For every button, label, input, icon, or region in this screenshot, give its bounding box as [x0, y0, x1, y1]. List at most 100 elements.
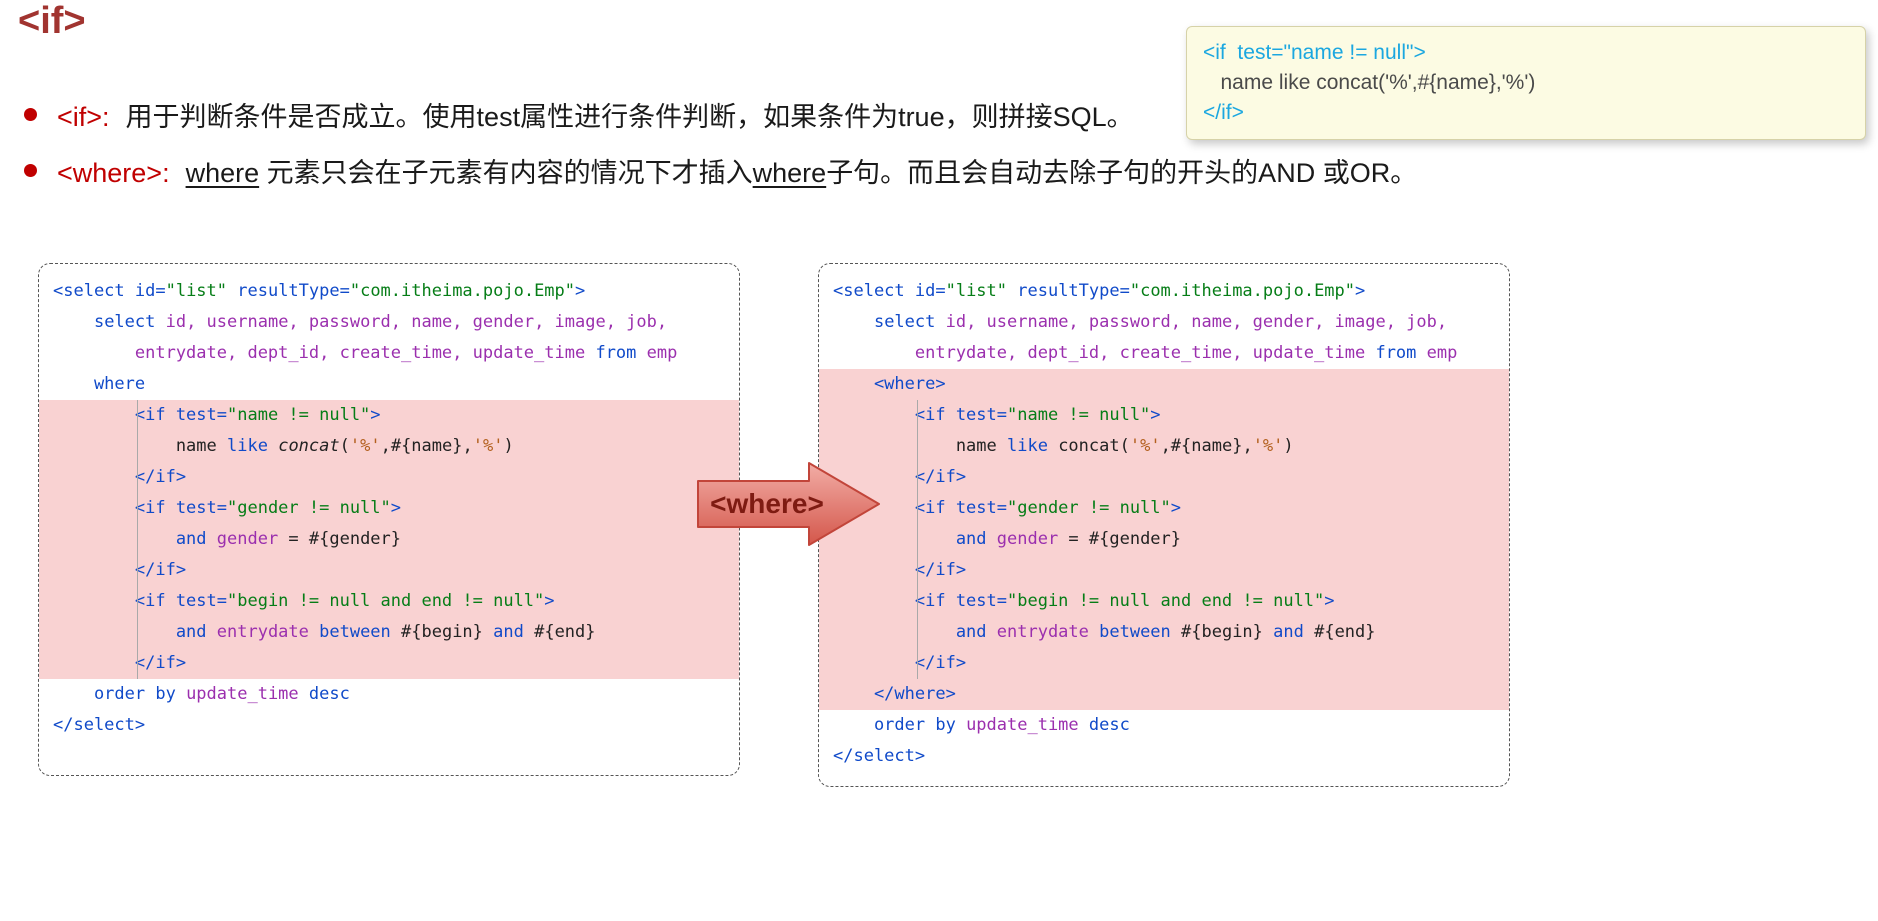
code-token: '%'	[1252, 436, 1284, 456]
code-token: '%'	[472, 436, 504, 456]
code-token: <where>	[833, 374, 946, 394]
code-token: >	[1150, 405, 1161, 425]
code-token: <if test=	[833, 591, 1007, 611]
code-token: '%'	[349, 436, 381, 456]
code-token: where	[53, 374, 146, 394]
code-token: gender	[206, 529, 279, 549]
underlined-term: where	[185, 158, 260, 188]
bullet-text-run: 子句。而且会自动去除子句的开头的AND 或OR。	[826, 158, 1418, 188]
bullet-label-if: <if>:	[57, 102, 110, 132]
code-token: <if test=	[833, 498, 1007, 518]
bullet-text-if: 用于判断条件是否成立。使用test属性进行条件判断，如果条件为true，则拼接S…	[126, 102, 1134, 132]
code-line-highlighted: and entrydate between #{begin} and #{end…	[819, 617, 1509, 648]
tooltip-code-line: <if test="name != null">	[1203, 41, 1426, 64]
code-token: desc	[308, 684, 350, 704]
code-token	[268, 436, 278, 456]
code-token: </select>	[53, 715, 146, 735]
tooltip-code-line: name like concat('%',#{name},'%')	[1203, 71, 1536, 94]
bullet-text-run: 元素只会在子元素有内容的情况下才插入	[259, 158, 753, 188]
code-token: like	[1007, 436, 1048, 456]
code-token: </if>	[833, 653, 967, 673]
code-token: >	[1324, 591, 1335, 611]
code-token: entrydate	[986, 622, 1100, 642]
code-token: order by	[53, 684, 176, 704]
code-token: name	[833, 436, 1007, 456]
code-line: order by update_time desc	[39, 679, 739, 710]
code-token: >	[575, 281, 586, 301]
code-line-highlighted: </if>	[39, 648, 739, 679]
code-token: resultType=	[227, 281, 350, 301]
code-token: </if>	[833, 560, 967, 580]
code-token: >	[1355, 281, 1366, 301]
code-token: '%'	[1129, 436, 1161, 456]
code-token: #{end}	[523, 622, 596, 642]
code-token: <if test=	[53, 405, 227, 425]
code-token: #{end}	[1303, 622, 1376, 642]
code-token: "name != null"	[227, 405, 371, 425]
code-token: ,#{name},	[1160, 436, 1253, 456]
code-token: between	[319, 622, 391, 642]
code-token: </if>	[53, 653, 187, 673]
code-line-highlighted: and entrydate between #{begin} and #{end…	[39, 617, 739, 648]
code-line: <select id="list" resultType="com.itheim…	[39, 276, 739, 307]
code-token: "begin != null and end != null"	[1007, 591, 1325, 611]
code-token	[53, 312, 94, 332]
if-code-tooltip: <if test="name != null"> name like conca…	[1186, 26, 1866, 140]
arrow-shape-icon	[697, 462, 880, 546]
bullet-icon	[24, 108, 37, 122]
code-token: and	[833, 529, 987, 549]
code-token: order by	[833, 715, 956, 735]
code-token: select	[93, 312, 156, 332]
code-token: entrydate, dept_id, create_time, update_…	[53, 343, 596, 363]
code-token: like	[227, 436, 268, 456]
code-token: </if>	[833, 467, 967, 487]
code-token: >	[390, 498, 402, 518]
code-line: entrydate, dept_id, create_time, update_…	[819, 338, 1509, 369]
bullet-item-where: <where>: where 元素只会在子元素有内容的情况下才插入where子句。…	[24, 151, 1417, 190]
code-block-where-tag: <select id="list" resultType="com.itheim…	[818, 263, 1510, 787]
code-line-highlighted: <if test="begin != null and end != null"…	[39, 586, 739, 617]
code-line-highlighted: <if test="name != null">	[39, 400, 739, 431]
code-token: gender	[986, 529, 1059, 549]
code-token: name	[53, 436, 227, 456]
page-title: <if>	[18, 0, 86, 42]
code-token: )	[1283, 436, 1294, 456]
bullet-text-run: 用于判断条件是否成立。使用test属性进行条件判断，如果条件为true，则拼接S…	[125, 102, 1134, 132]
code-line: entrydate, dept_id, create_time, update_…	[39, 338, 739, 369]
code-token	[833, 312, 874, 332]
code-token: <select id=	[53, 281, 166, 301]
code-token: <if test=	[53, 498, 227, 518]
code-line-highlighted: <if test="begin != null and end != null"…	[819, 586, 1509, 617]
code-token: "gender != null"	[1007, 498, 1171, 518]
code-token: "list"	[165, 281, 228, 301]
code-line: where	[39, 369, 739, 400]
code-token: select	[873, 312, 936, 332]
code-line-highlighted: <if test="gender != null">	[819, 493, 1509, 524]
code-line-highlighted: and gender = #{gender}	[819, 524, 1509, 555]
bullet-label-where: <where>:	[57, 158, 170, 188]
code-line: select id, username, password, name, gen…	[39, 307, 739, 338]
code-line-highlighted: </if>	[819, 462, 1509, 493]
code-token: id, username, password, name, gender, im…	[935, 312, 1448, 332]
code-token: entrydate	[206, 622, 320, 642]
code-line-highlighted: and gender = #{gender}	[39, 524, 739, 555]
indent-guide	[917, 400, 918, 679]
code-token: resultType=	[1007, 281, 1130, 301]
code-token: </if>	[53, 467, 187, 487]
bullet-text-where: where 元素只会在子元素有内容的情况下才插入where子句。而且会自动去除子…	[186, 158, 1418, 188]
code-token: "begin != null and end != null"	[227, 591, 545, 611]
code-token: and	[1273, 622, 1304, 642]
code-token: and	[53, 529, 207, 549]
code-line-highlighted: </if>	[819, 555, 1509, 586]
code-line: </select>	[819, 741, 1509, 772]
code-token: and	[53, 622, 207, 642]
code-token: "gender != null"	[227, 498, 391, 518]
code-token: ,#{name},	[380, 436, 473, 456]
code-line-highlighted: </where>	[819, 679, 1509, 710]
code-token: #{begin}	[390, 622, 494, 642]
tooltip-code-line: </if>	[1203, 101, 1244, 124]
indent-guide	[137, 400, 138, 679]
code-token: "name != null"	[1007, 405, 1151, 425]
code-line-highlighted: </if>	[39, 462, 739, 493]
